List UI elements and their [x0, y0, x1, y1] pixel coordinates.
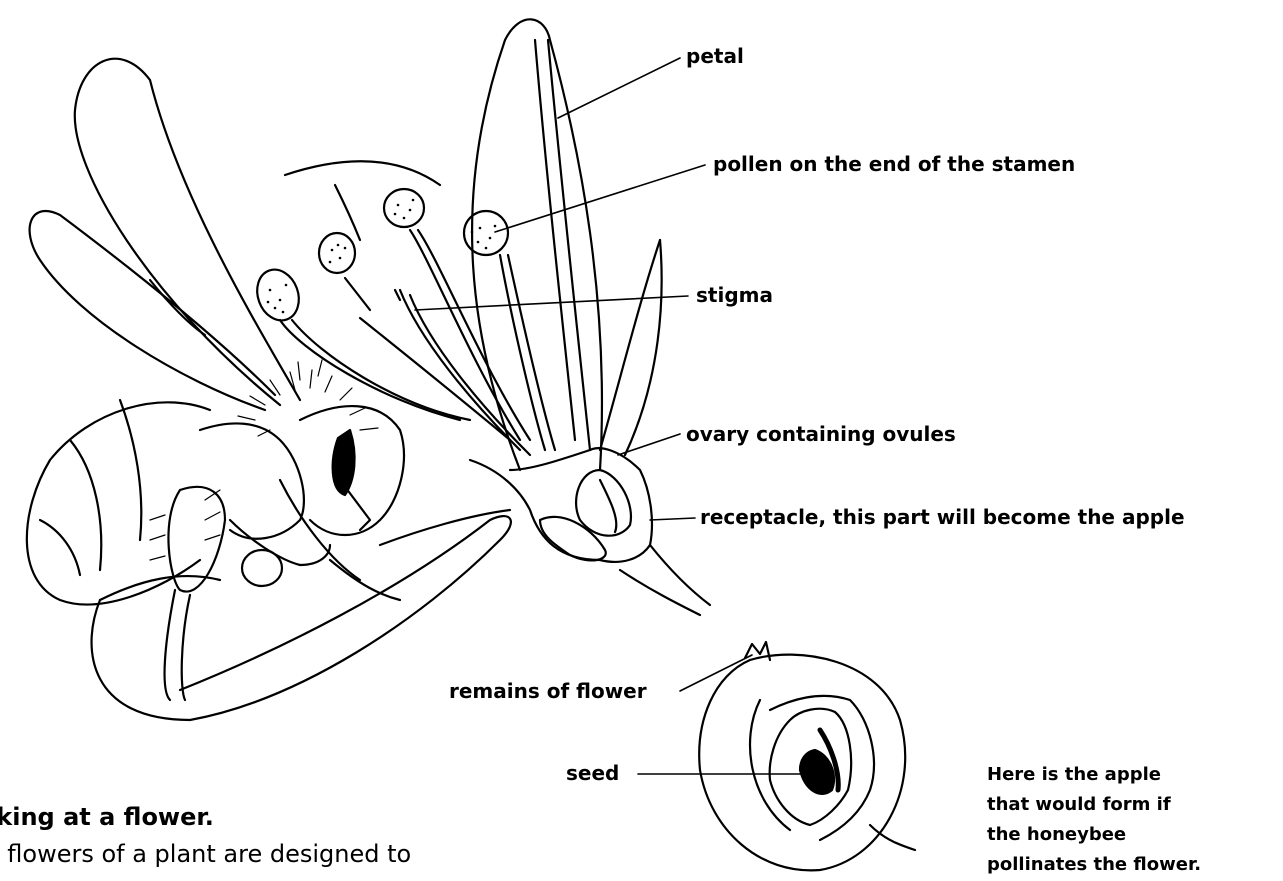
ovary-receptacle [380, 448, 710, 615]
body-text-line-1: The flowers of a plant are designed to [0, 840, 411, 868]
lower-petal [92, 516, 511, 720]
petal-leader-line [558, 58, 680, 118]
pollen-leader-line [495, 165, 705, 232]
label-seed: seed [566, 761, 619, 785]
bee-wings [30, 59, 300, 410]
stigma-style [360, 290, 530, 455]
right-sepal [600, 240, 662, 455]
receptacle-leader-line [650, 518, 695, 520]
right-petal [472, 19, 602, 470]
label-remains-of-flower: remains of flower [449, 679, 647, 703]
label-ovary: ovary containing ovules [686, 422, 956, 446]
remains-leader-line [680, 655, 752, 691]
ovary-leader-line [618, 434, 680, 455]
caption-line-3: the honeybee [987, 820, 1126, 850]
apple-cross-section [699, 642, 915, 870]
caption-line-2: that would form if [987, 790, 1171, 820]
label-petal: petal [686, 44, 744, 68]
label-stigma: stigma [696, 283, 773, 307]
section-heading: Looking at a flower. [0, 803, 214, 831]
caption-line-4: pollinates the flower. [987, 850, 1201, 880]
left-petal [285, 161, 440, 240]
pollen-stipple [267, 199, 497, 314]
bee-body [27, 400, 404, 700]
label-pollen: pollen on the end of the stamen [713, 152, 1075, 176]
caption-line-1: Here is the apple [987, 760, 1161, 790]
label-receptacle: receptacle, this part will become the ap… [700, 505, 1185, 529]
